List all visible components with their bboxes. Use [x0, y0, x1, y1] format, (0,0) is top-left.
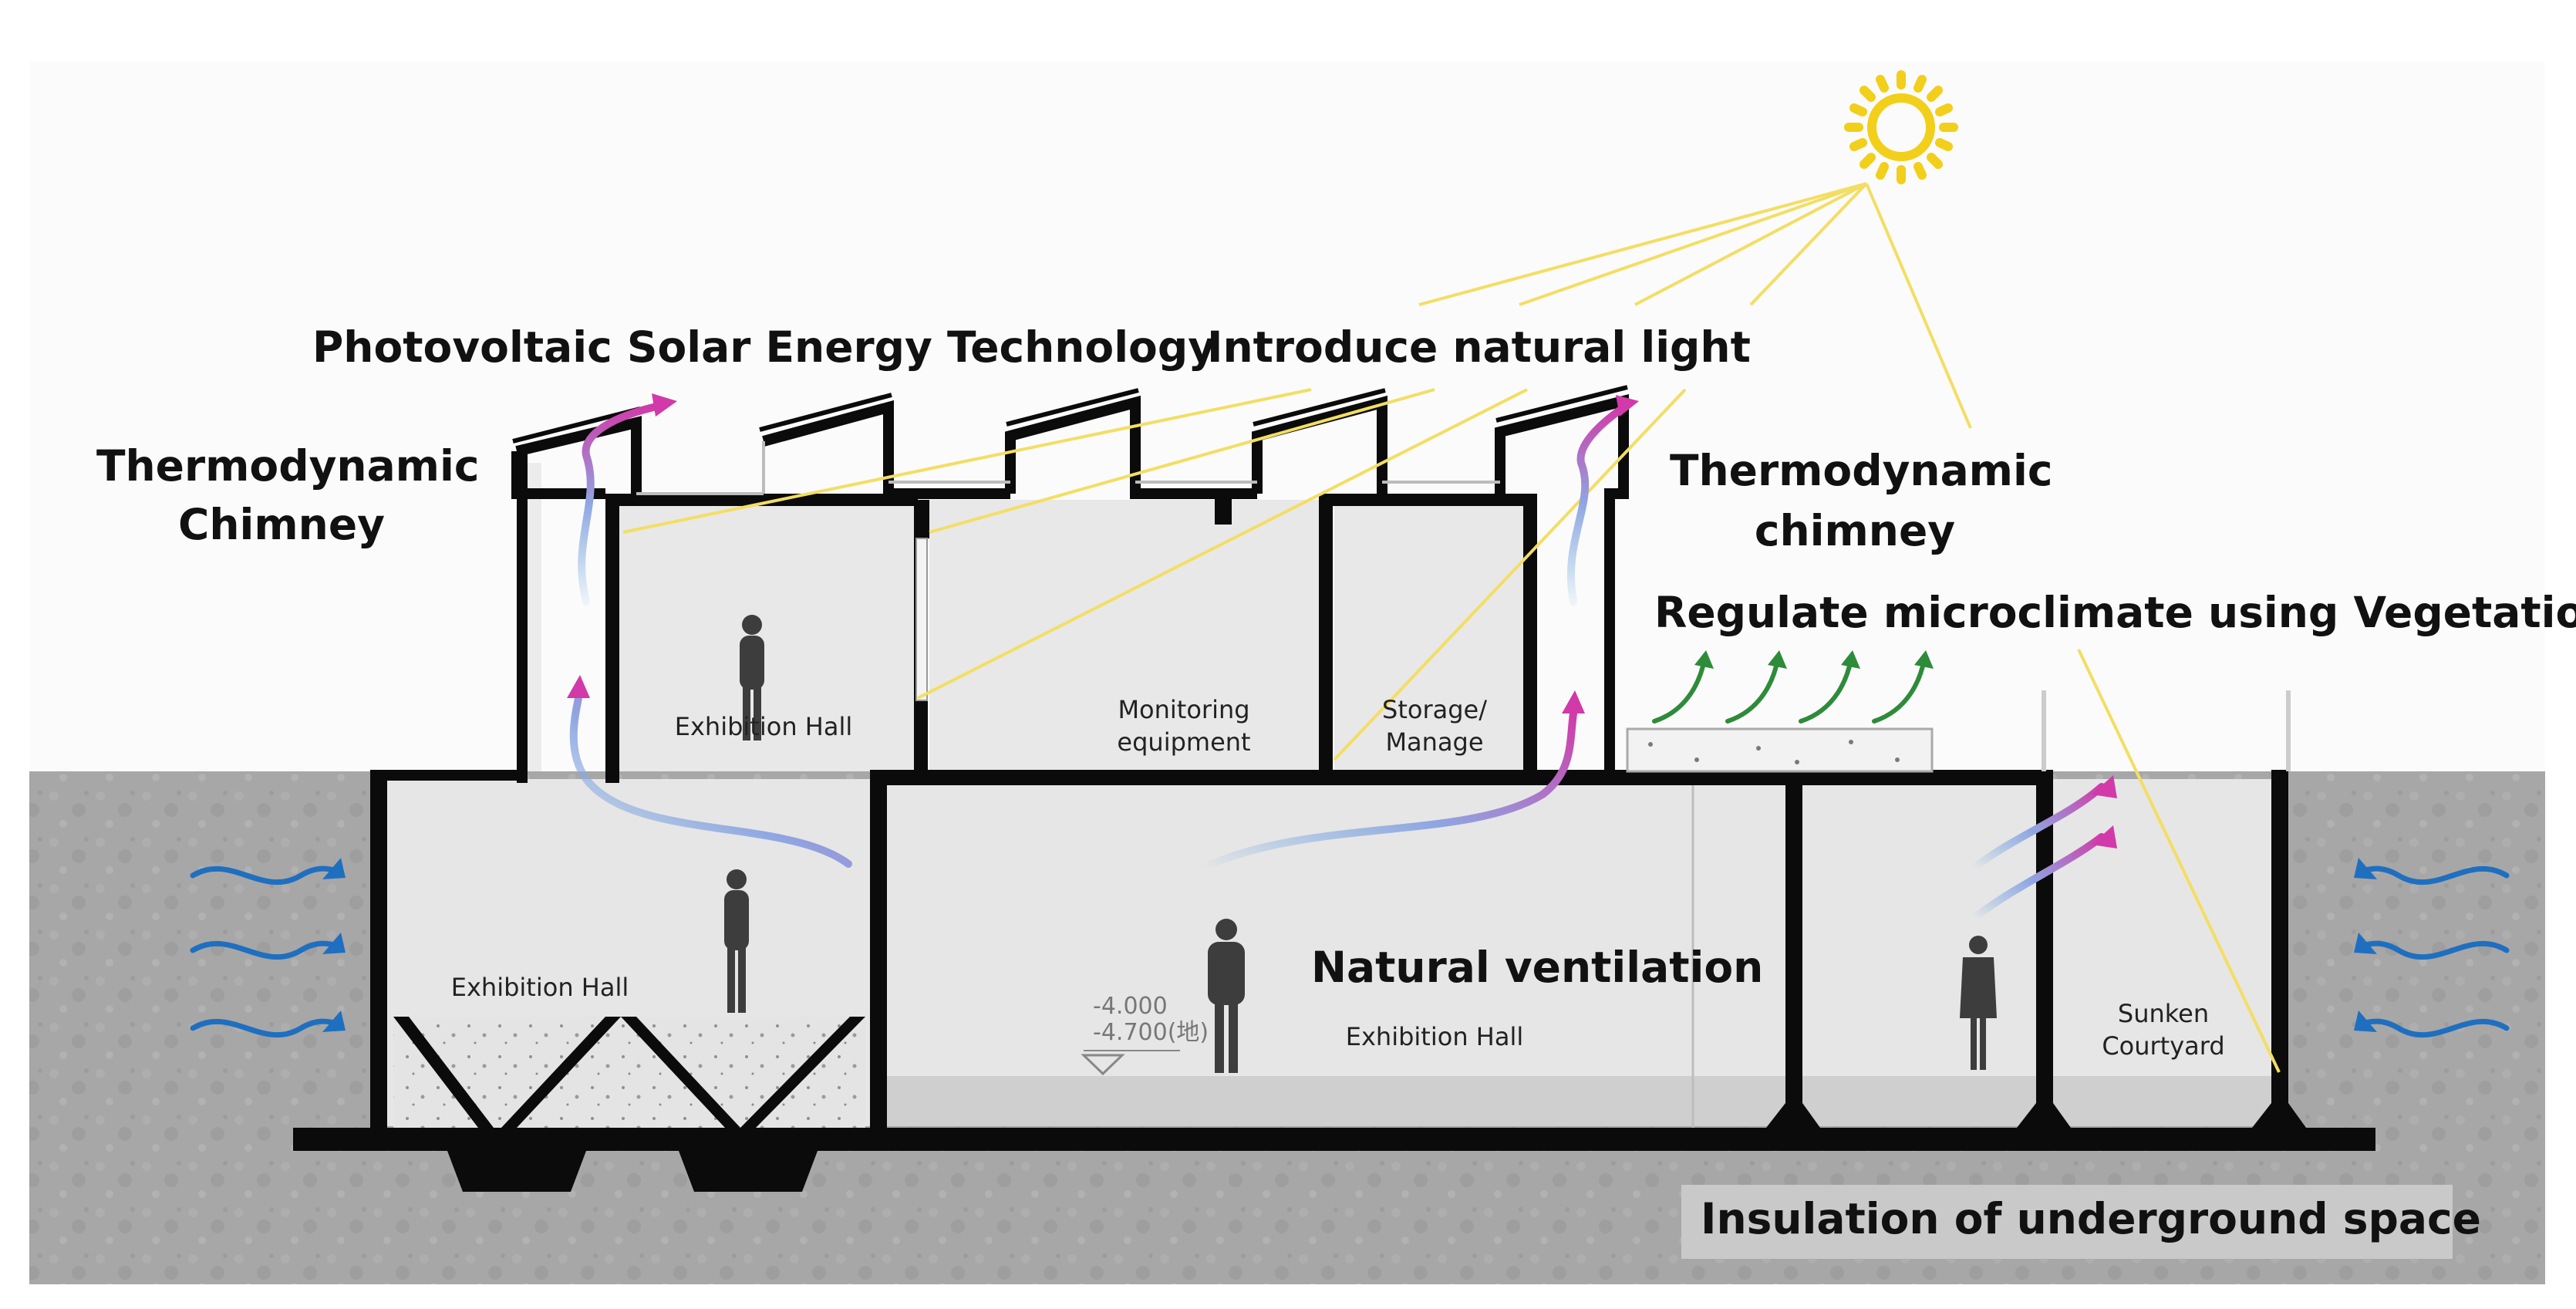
- chimney-left-line2: Chimney: [178, 500, 385, 549]
- natural-ventilation-label: Natural ventilation: [1311, 943, 1764, 992]
- person-icon: [724, 615, 1997, 1073]
- level-mark-upper: -4.000: [1093, 993, 1168, 1020]
- vegetation-planter: [1626, 727, 1934, 773]
- room-exhibition-lower-center: Exhibition Hall: [1345, 1022, 1524, 1051]
- room-storage-line1: Storage/: [1382, 695, 1487, 724]
- sunken-courtyard: [2052, 779, 2271, 1126]
- room-monitoring-line2: equipment: [1117, 727, 1251, 757]
- room-exhibition-upper: Exhibition Hall: [674, 712, 853, 741]
- room-storage-line2: Manage: [1385, 727, 1484, 757]
- upper-exhibition-room: [617, 500, 918, 771]
- sun-icon: [1844, 70, 1958, 184]
- structure-walls: [293, 451, 2375, 1192]
- level-mark-lower: -4.700(地): [1093, 1019, 1209, 1046]
- natural-light-label: Introduce natural light: [1207, 322, 1751, 372]
- monitoring-room: [929, 500, 1323, 771]
- foundation-fill: [393, 1017, 865, 1128]
- room-sunken-line1: Sunken: [2117, 999, 2210, 1028]
- chimney-right-line1: Thermodynamic: [1670, 446, 2053, 495]
- insulation-label-box: [1681, 1185, 2453, 1259]
- sun-rays: [622, 182, 2281, 1073]
- chimney-left-line1: Thermodynamic: [96, 441, 480, 491]
- level-mark: -4.000 -4.700(地): [1093, 994, 1209, 1046]
- chimney-right-line2: chimney: [1754, 506, 1956, 555]
- lower-right-room: [1801, 779, 2036, 1126]
- photovoltaic-label: Photovoltaic Solar Energy Technology: [312, 322, 1216, 372]
- pv-panels: [512, 385, 1628, 444]
- insulation-label: Insulation of underground space: [1701, 1194, 2481, 1243]
- wind-arrow-icon: [190, 865, 2510, 1038]
- room-sunken-line2: Courtyard: [2102, 1031, 2225, 1061]
- room-monitoring-line1: Monitoring: [1118, 695, 1250, 724]
- vegetation-label: Regulate microclimate using Vegetation: [1654, 588, 2576, 637]
- airflow-arrow-icon: [569, 401, 2106, 922]
- room-exhibition-lower-left: Exhibition Hall: [450, 973, 629, 1002]
